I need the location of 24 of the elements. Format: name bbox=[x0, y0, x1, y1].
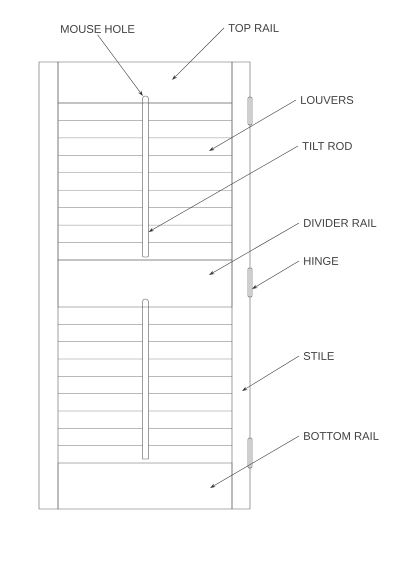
hinge bbox=[248, 268, 252, 298]
part-label: BOTTOM RAIL bbox=[304, 432, 379, 440]
part-label: LOUVERS bbox=[301, 96, 354, 104]
leader-line bbox=[210, 436, 300, 488]
leader-line bbox=[209, 100, 296, 151]
divider-rail bbox=[58, 260, 232, 308]
leader-line bbox=[252, 260, 300, 289]
leader-line bbox=[209, 222, 300, 275]
part-label: STILE bbox=[304, 352, 334, 360]
leader-line bbox=[242, 356, 300, 391]
part-label: HINGE bbox=[304, 257, 338, 265]
louvers bbox=[58, 102, 232, 260]
mouse-hole bbox=[142, 96, 149, 104]
top-rail bbox=[58, 62, 232, 104]
part-label: TOP RAIL bbox=[228, 24, 279, 32]
part-label: MOUSE HOLE bbox=[61, 25, 134, 33]
leader-line bbox=[172, 28, 224, 80]
stile bbox=[232, 62, 250, 510]
leader-line bbox=[148, 146, 298, 232]
bottom-rail bbox=[58, 462, 232, 510]
stile bbox=[38, 62, 58, 510]
leader-line bbox=[97, 34, 143, 96]
part-label: TILT ROD bbox=[302, 142, 352, 150]
part-label: DIVIDER RAIL bbox=[304, 219, 376, 227]
